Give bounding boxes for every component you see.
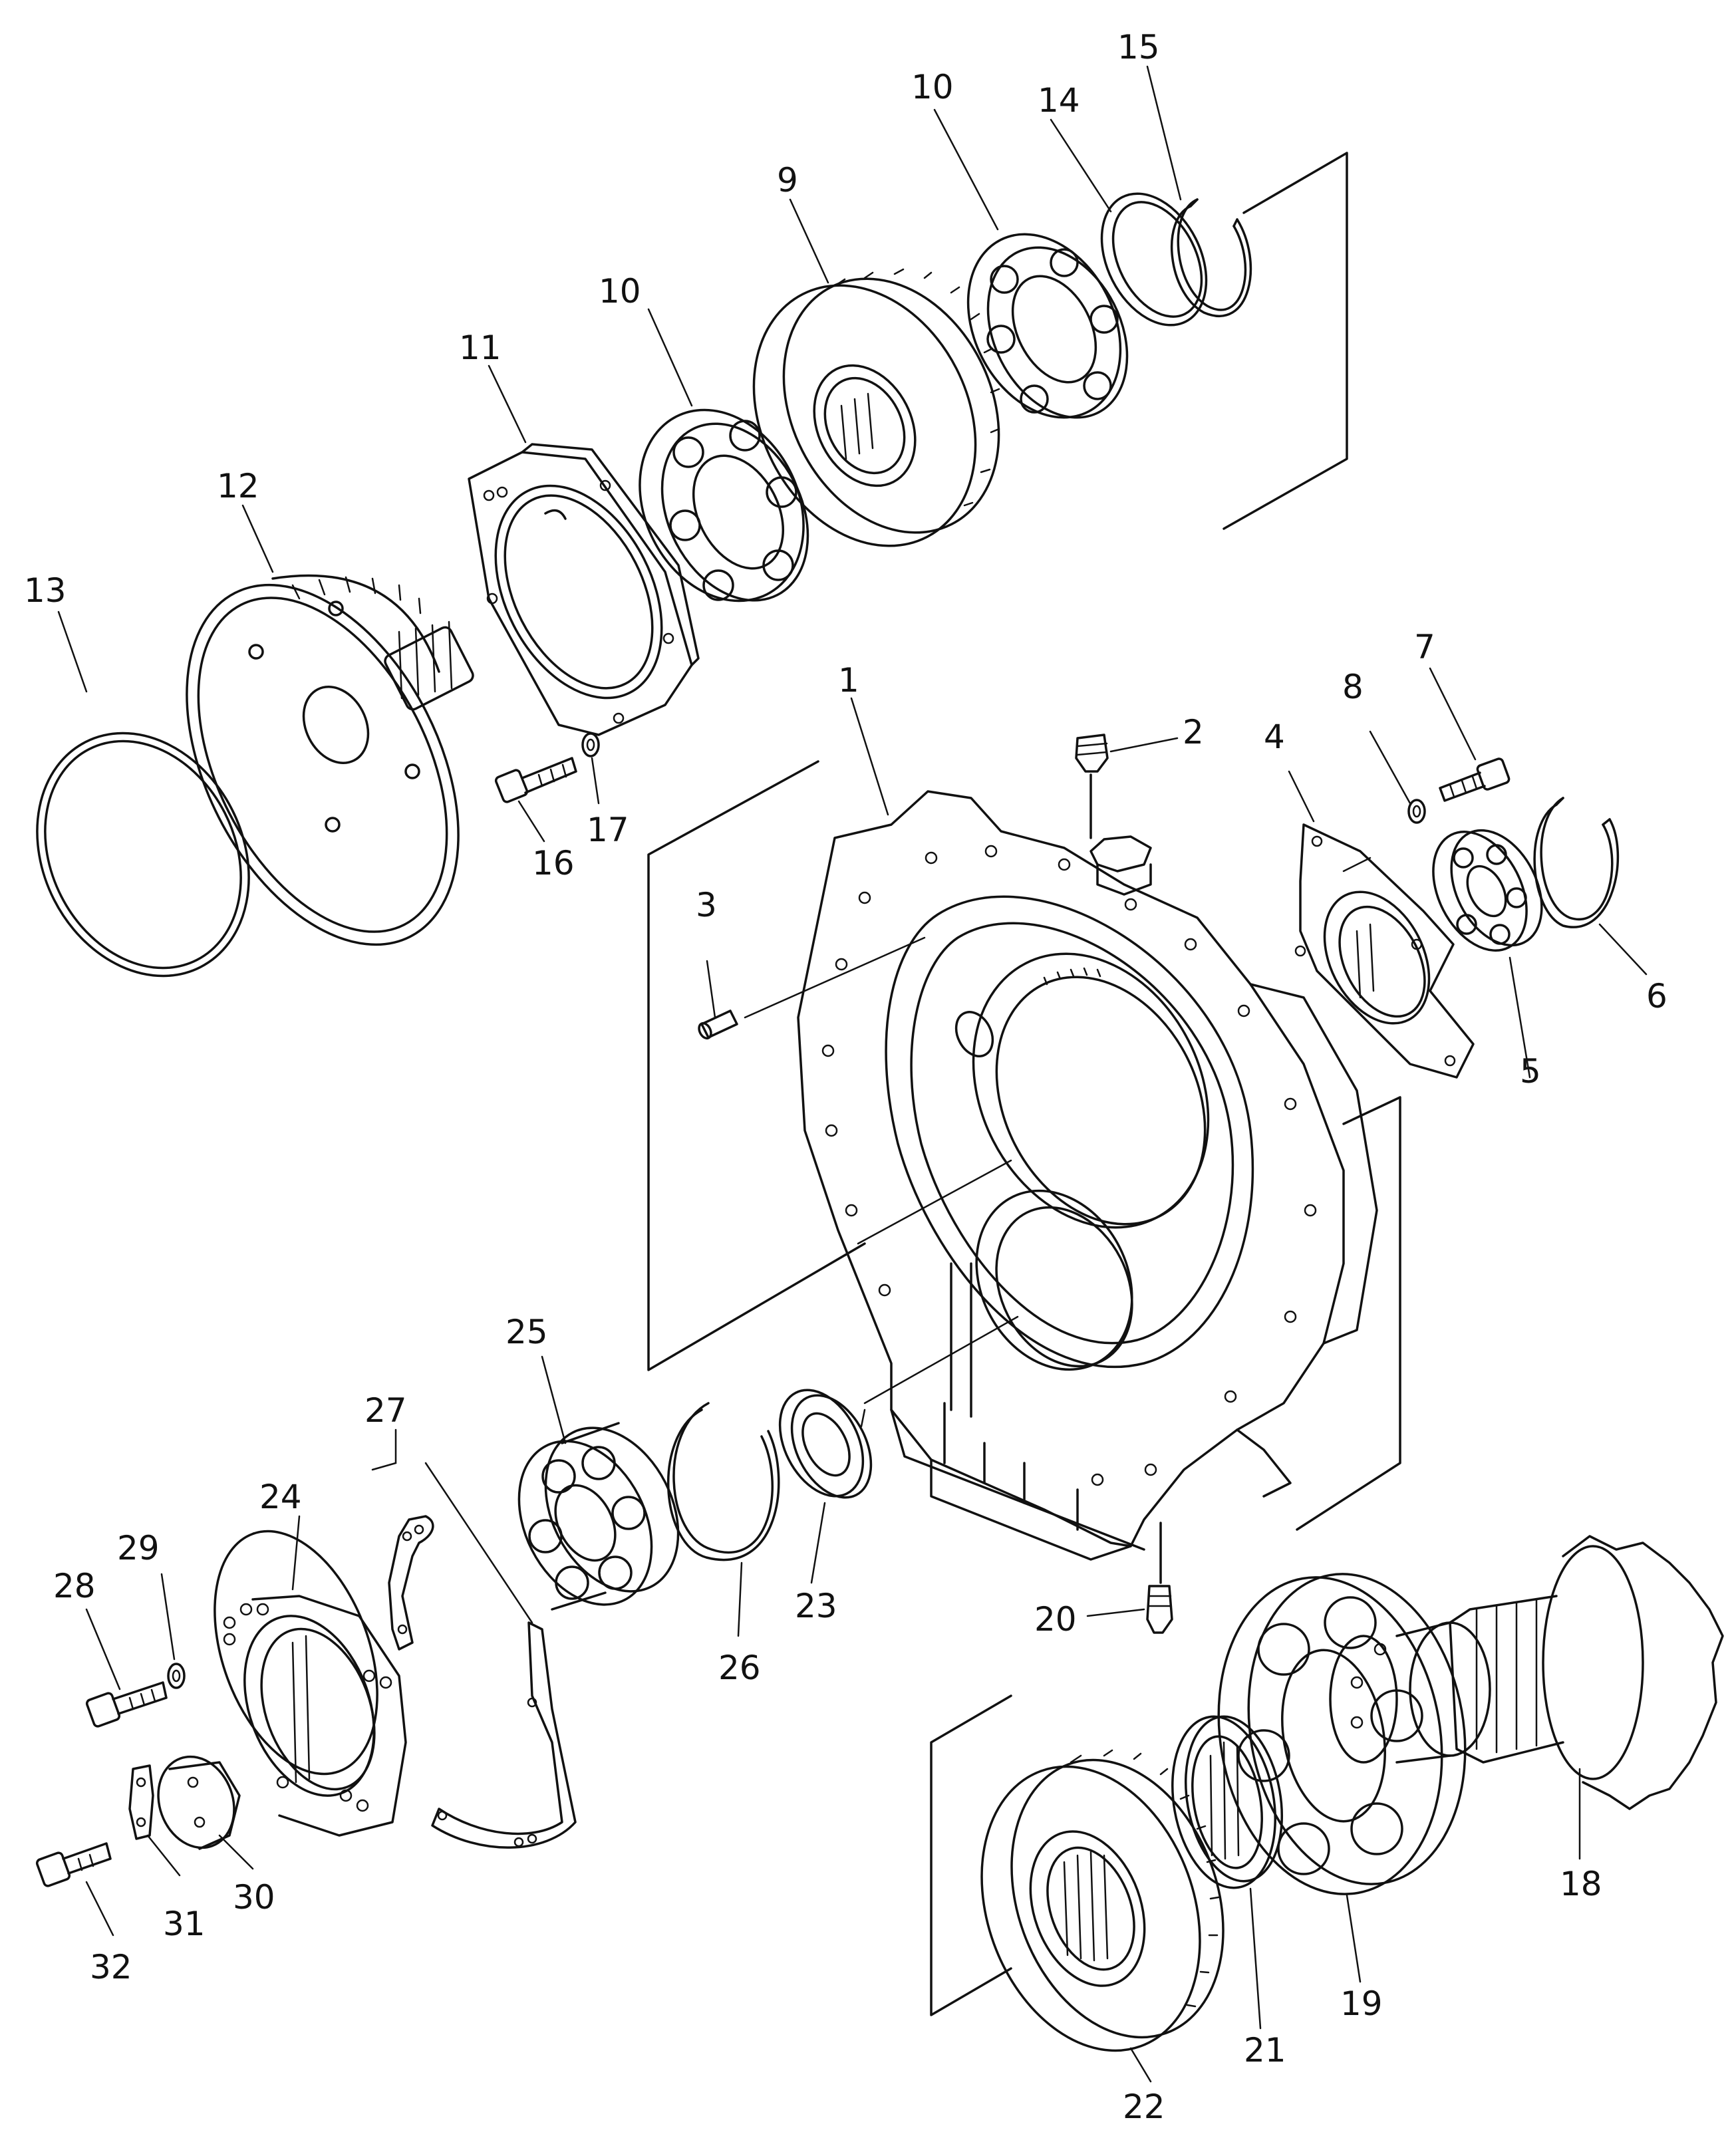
label-part-12: 12 — [217, 467, 259, 505]
leader-lines — [57, 65, 1648, 2083]
part-23-oil-seal — [778, 1389, 873, 1499]
part-10-bearing-left — [639, 408, 809, 603]
label-part-4: 4 — [1264, 718, 1285, 756]
label-part-28: 28 — [53, 1567, 96, 1605]
part-14-spacer-ring — [1100, 192, 1208, 327]
label-part-2: 2 — [1183, 713, 1204, 751]
part-19-bearing — [1217, 1573, 1467, 1895]
label-part-19: 19 — [1340, 1984, 1383, 2023]
label-part-18: 18 — [1560, 1865, 1602, 1903]
part-2-breather — [1075, 734, 1109, 839]
part-27-shims — [388, 1515, 577, 1849]
label-part-23: 23 — [795, 1587, 837, 1625]
label-part-7: 7 — [1414, 628, 1435, 666]
part-11-bearing-cage-plate — [468, 443, 700, 736]
label-part-11: 11 — [459, 329, 502, 367]
label-part-20: 20 — [1034, 1600, 1077, 1639]
part-13-o-ring — [36, 732, 250, 978]
label-part-8: 8 — [1342, 668, 1364, 706]
part-9-gear — [752, 268, 1000, 547]
part-29-washer — [167, 1663, 186, 1689]
label-part-5: 5 — [1520, 1052, 1541, 1091]
part-number-labels: 1 2 3 4 5 6 7 8 9 10 10 11 12 13 14 15 1… — [24, 28, 1667, 2126]
part-30-plate — [157, 1755, 241, 1850]
part-12-flange-gear — [186, 574, 474, 946]
label-part-21: 21 — [1244, 2031, 1286, 2070]
label-part-10b: 10 — [599, 272, 641, 311]
top-assembly-bracket — [1223, 152, 1348, 530]
label-part-15: 15 — [1117, 28, 1160, 67]
label-part-1: 1 — [838, 661, 859, 700]
label-part-29: 29 — [117, 1529, 160, 1567]
part-5-bearing — [1432, 829, 1543, 952]
part-4-bearing-cage — [1294, 823, 1475, 1079]
label-part-22: 22 — [1123, 2088, 1165, 2126]
part-16-bolt — [494, 757, 577, 803]
label-part-10a: 10 — [911, 68, 954, 106]
part-6-snap-ring — [1533, 797, 1620, 928]
part-28-bolt — [85, 1681, 168, 1728]
part-20-drain-plug — [1146, 1522, 1173, 1634]
label-part-17: 17 — [587, 811, 629, 849]
label-part-16: 16 — [532, 844, 575, 882]
label-part-3: 3 — [696, 886, 717, 924]
part-1-transmission-case — [797, 790, 1378, 1561]
label-part-9: 9 — [777, 161, 798, 200]
bottom-assembly-bracket — [930, 1694, 1012, 2016]
part-22-gear — [980, 1749, 1225, 2052]
label-part-27: 27 — [364, 1391, 407, 1430]
label-part-14: 14 — [1038, 81, 1080, 120]
part-3-dowel-pin — [698, 1010, 738, 1040]
label-part-25: 25 — [505, 1313, 548, 1351]
label-part-26: 26 — [718, 1649, 761, 1687]
center-assembly-brackets — [647, 760, 1401, 1531]
part-25-bearing — [517, 1422, 680, 1611]
label-part-31: 31 — [163, 1905, 206, 1943]
part-18-pinion-shaft — [1329, 1535, 1724, 1810]
label-part-30: 30 — [233, 1878, 275, 1917]
label-part-24: 24 — [259, 1478, 302, 1516]
part-24-cover — [214, 1530, 407, 1837]
label-part-6: 6 — [1646, 977, 1667, 1015]
part-26-snap-ring — [667, 1402, 780, 1561]
part-10-bearing-right — [966, 233, 1129, 419]
part-15-snap-ring — [1171, 198, 1252, 318]
part-17-washer — [581, 732, 600, 757]
part-32-bolt — [35, 1842, 112, 1887]
part-31-lock-plate — [128, 1764, 154, 1840]
part-21-inner-race — [1171, 1715, 1284, 1889]
label-part-32: 32 — [90, 1948, 132, 1986]
part-7-bolt — [1439, 757, 1511, 802]
label-part-13: 13 — [24, 571, 67, 610]
part-8-washer — [1407, 799, 1426, 824]
